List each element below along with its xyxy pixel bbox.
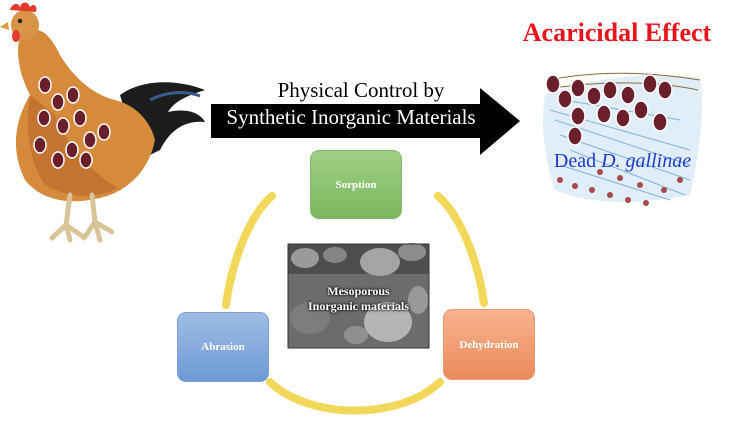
arrow-label-bottom: Synthetic Inorganic Materials xyxy=(226,105,476,129)
dead-label-prefix: Dead xyxy=(553,150,602,172)
sem-label: Mesoporous Inorganic materials xyxy=(288,284,429,314)
sorption-box: Sorption xyxy=(310,150,402,219)
abrasion-box: Abrasion xyxy=(177,312,269,382)
abrasion-label: Abrasion xyxy=(201,341,245,353)
cycle-ring xyxy=(222,192,488,415)
mite-icon xyxy=(97,123,111,141)
sem-label-line1: Mesoporous xyxy=(327,284,390,298)
mite-icon xyxy=(73,109,87,127)
sorption-label: Sorption xyxy=(335,178,377,191)
dead-mites-illustration xyxy=(543,72,702,206)
sem-label-line2: Inorganic materials xyxy=(308,299,409,313)
dehydration-box: Dehydration xyxy=(443,309,535,380)
dehydration-label: Dehydration xyxy=(459,338,519,351)
mite-icon xyxy=(56,117,70,135)
species-name: D. gallinae xyxy=(601,150,692,172)
control-arrow xyxy=(211,88,520,155)
mite-icon xyxy=(66,86,80,104)
mite-icon xyxy=(51,151,65,169)
arrow-label-top: Physical Control by xyxy=(277,78,445,102)
sem-micrograph xyxy=(287,243,430,349)
mite-icon xyxy=(83,131,97,149)
mite-icon xyxy=(79,151,93,169)
mite-icon xyxy=(37,109,51,127)
hen-illustration xyxy=(0,2,205,243)
dead-mites-label: Dead D. gallinae xyxy=(535,150,710,173)
mite-icon xyxy=(65,141,79,159)
mite-icon xyxy=(38,76,52,94)
acaricidal-effect-title: Acaricidal Effect xyxy=(522,18,712,47)
mite-icon xyxy=(51,93,65,111)
mite-icon xyxy=(33,136,47,154)
